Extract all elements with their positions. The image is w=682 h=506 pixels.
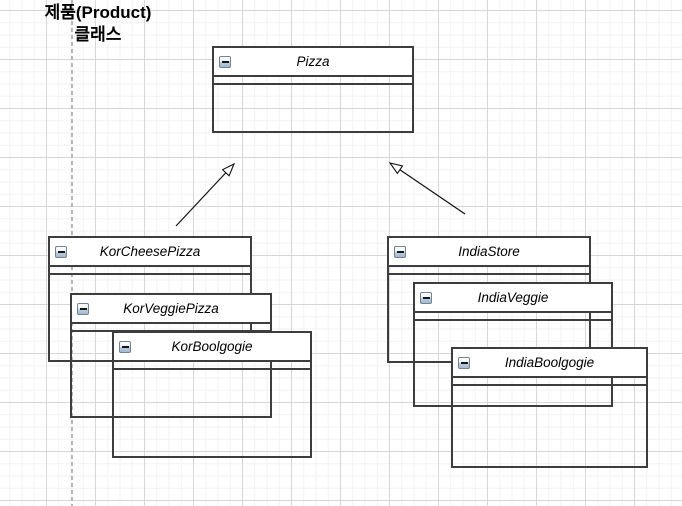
collapse-minus-icon[interactable] — [458, 356, 470, 369]
class-name-label: Pizza — [296, 54, 330, 69]
generalization-arrow-2[interactable] — [390, 163, 466, 215]
operations-compartment — [453, 386, 646, 466]
class-box-indiaveggie[interactable]: IndiaVeggie — [413, 282, 613, 407]
class-title-bar[interactable]: KorVeggiePizza — [72, 295, 270, 324]
class-title-bar[interactable]: IndiaBoolgogie — [453, 349, 646, 378]
attributes-compartment — [114, 362, 310, 370]
class-box-indiaboolgogie[interactable]: IndiaBoolgogie — [451, 347, 648, 468]
class-name-label: IndiaBoolgogie — [504, 355, 595, 370]
class-name-label: KorVeggiePizza — [123, 301, 219, 316]
operations-compartment — [214, 85, 412, 131]
class-title-bar[interactable]: KorCheesePizza — [50, 238, 250, 267]
class-title-bar[interactable]: IndiaStore — [389, 238, 589, 267]
collapse-minus-icon[interactable] — [55, 245, 67, 258]
collapse-minus-icon[interactable] — [420, 291, 432, 304]
class-name-label: IndiaStore — [458, 244, 520, 259]
class-box-korboolgogie[interactable]: KorBoolgogie — [112, 331, 312, 458]
class-box-pizza[interactable]: Pizza — [212, 46, 414, 133]
attributes-compartment — [50, 267, 250, 275]
attributes-compartment — [214, 77, 412, 85]
generalization-arrow-1[interactable] — [175, 164, 234, 227]
attributes-compartment — [453, 378, 646, 386]
collapse-minus-icon[interactable] — [219, 55, 231, 68]
class-box-korcheesepizza[interactable]: KorCheesePizza — [48, 236, 252, 362]
class-name-label: KorCheesePizza — [99, 244, 201, 259]
class-title-bar[interactable]: IndiaVeggie — [415, 284, 611, 313]
attributes-compartment — [389, 267, 589, 275]
class-name-label: KorBoolgogie — [171, 339, 253, 354]
annotation-line-1: 제품(Product) — [44, 3, 152, 22]
class-name-label: IndiaVeggie — [477, 290, 549, 305]
operations-compartment — [114, 370, 310, 456]
class-title-bar[interactable]: Pizza — [214, 48, 412, 77]
attributes-compartment — [415, 313, 611, 321]
collapse-minus-icon[interactable] — [119, 340, 131, 353]
annotation-line-2: 클래스 — [74, 25, 122, 44]
collapse-minus-icon[interactable] — [77, 302, 89, 315]
class-box-indiastore[interactable]: IndiaStore — [387, 236, 591, 363]
class-title-bar[interactable]: KorBoolgogie — [114, 333, 310, 362]
collapse-minus-icon[interactable] — [394, 245, 406, 258]
product-class-annotation[interactable]: 제품(Product) 클래스 — [14, 2, 182, 46]
